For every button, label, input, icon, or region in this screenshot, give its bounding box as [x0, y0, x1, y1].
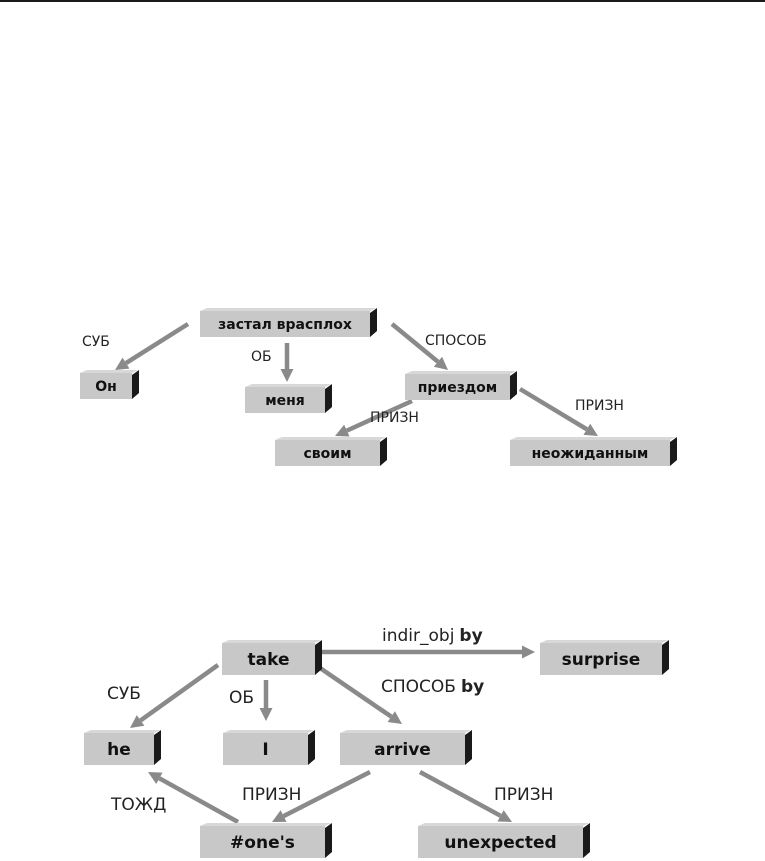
diagram_bottom-node-top-he [84, 730, 160, 733]
diagram_bottom-node-top-ones [200, 823, 331, 826]
diagram_top-node-label-menya: меня [265, 393, 305, 409]
diagram_bottom-edge-label-text-2: ОБ [229, 688, 254, 708]
diagram_top-node-label-priezdom: приездом [418, 380, 498, 396]
diagram_top-edge-label-3: ПРИЗН [370, 410, 419, 426]
diagram_top-node-svoim: своим [275, 437, 387, 466]
diagram_bottom-node-ones: #one's [200, 823, 332, 858]
diagram_top-node-side-zastal [370, 308, 377, 337]
diagram_bottom-node-label-arrive: arrive [374, 740, 431, 760]
diagram_bottom-node-label-unexpected: unexpected [444, 833, 556, 853]
diagram_top-node-top-zastal [200, 308, 376, 311]
diagram_bottom-edge-label-5: ПРИЗН [494, 785, 553, 805]
diagram_bottom-node-side-arrive [465, 730, 472, 765]
diagram_top-node-top-on [80, 370, 138, 373]
diagram_top-edge-label-text-1: ОБ [251, 349, 272, 365]
diagram_bottom-node-side-he [154, 730, 161, 765]
diagram_bottom-edge-label-text-0: indir_obj [382, 626, 454, 646]
diagram_top-node-label-svoim: своим [303, 446, 351, 462]
diagram_bottom-edge-label-4: ПРИЗН [242, 785, 301, 805]
diagram_bottom-edge-arrive-to-unexpected: ПРИЗН [420, 772, 553, 822]
diagram_top-edge-zastal-to-priezdom: СПОСОБ [392, 324, 487, 370]
diagram_bottom-edge-label-bold-3: by [461, 677, 484, 697]
diagram_top-edge-arrowhead-1 [281, 369, 294, 382]
diagram_bottom-node-he: he [84, 730, 161, 765]
diagram_bottom-node-label-ones: #one's [230, 833, 295, 853]
diagram_bottom-node-side-take [315, 640, 322, 675]
diagram_bottom-edge-label-text-3: СПОСОБ [381, 677, 456, 697]
diagram_bottom-edge-arrowhead-2 [260, 708, 273, 721]
diagram_top-edge-label-text-3: ПРИЗН [370, 410, 419, 426]
diagram_bottom-edge-line-6 [159, 778, 238, 822]
diagram_top-node-top-neozhidannym [510, 437, 676, 440]
diagram_top-node-label-on: Он [95, 379, 117, 395]
diagram_bottom-node-side-unexpected [583, 823, 590, 858]
diagram_bottom-node-unexpected: unexpected [418, 823, 590, 858]
diagram_bottom-node-label-take: take [248, 650, 290, 670]
diagram_bottom-edge-arrowhead-0 [522, 646, 535, 659]
diagram_bottom-edge-label-1: СУБ [107, 684, 141, 704]
diagram_bottom-edge-take-to-i: ОБ [229, 680, 273, 721]
diagram_top-edge-label-text-0: СУБ [82, 334, 110, 350]
diagram_top-edge-label-text-4: ПРИЗН [575, 398, 624, 414]
diagram_bottom-node-side-ones [325, 823, 332, 858]
diagram_bottom-edge-label-6: ТОЖД [110, 795, 166, 815]
diagram_bottom-edge-label-text-1: СУБ [107, 684, 141, 704]
diagram_bottom-node-top-arrive [340, 730, 471, 733]
diagram_top-node-side-on [132, 370, 139, 399]
diagram_top-edge-label-1: ОБ [251, 349, 272, 365]
diagram_top-node-side-neozhidannym [670, 437, 677, 466]
diagram_bottom-node-top-surprise [540, 640, 668, 643]
diagram_bottom-node-top-unexpected [418, 823, 589, 826]
diagram_bottom-edge-line-1 [141, 665, 218, 720]
diagram_top-edge-label-text-2: СПОСОБ [425, 333, 487, 349]
diagram_top-edge-label-0: СУБ [82, 334, 110, 350]
diagram_bottom-edge-label-text-6: ТОЖД [110, 795, 166, 815]
diagram_top-edge-zastal-to-menya: ОБ [251, 343, 294, 382]
diagram_top-node-label-zastal: застал врасплох [218, 317, 352, 333]
diagram_bottom-node-arrive: arrive [340, 730, 472, 765]
diagram_bottom-node-label-i: I [262, 740, 268, 760]
diagram_bottom-edge-label-2: ОБ [229, 688, 254, 708]
diagram_top-node-zastal: застал врасплох [200, 308, 377, 337]
diagram_bottom-edge-take-to-he: СУБ [107, 665, 218, 728]
diagram_top-node-label-neozhidannym: неожиданным [532, 446, 649, 462]
diagram_top-node-neozhidannym: неожиданным [510, 437, 677, 466]
diagram_bottom-edge-arrive-to-ones: ПРИЗН [242, 772, 370, 822]
diagram_bottom-edge-label-bold-0: by [459, 626, 482, 646]
diagram_top-node-on: Он [80, 370, 139, 399]
diagram_bottom-node-side-surprise [662, 640, 669, 675]
diagram_top-edge-priezdom-to-neozhidannym: ПРИЗН [520, 389, 624, 436]
diagram_top-edge-priezdom-to-svoim: ПРИЗН [335, 401, 419, 437]
diagram_bottom-node-top-take [222, 640, 321, 643]
diagram_top-node-top-priezdom [405, 371, 516, 374]
diagram_top-edge-label-2: СПОСОБ [425, 333, 487, 349]
diagram_top-node-side-svoim [380, 437, 387, 466]
diagram_bottom-edge-label-text-5: ПРИЗН [494, 785, 553, 805]
diagram_top-node-priezdom: приездом [405, 371, 517, 400]
diagram_top-node-top-menya [245, 384, 331, 387]
diagram_top-edge-line-0 [126, 324, 188, 363]
diagram_bottom-edge-label-text-4: ПРИЗН [242, 785, 301, 805]
diagram_bottom-edge-line-5 [420, 772, 501, 816]
diagram_bottom-node-label-he: he [107, 740, 131, 760]
diagram_bottom-edge-ones-to-he: ТОЖД [110, 772, 238, 822]
diagram_top-node-side-menya [325, 384, 332, 413]
diagram_top-node-side-priezdom [510, 371, 517, 400]
diagram_bottom-node-i: I [223, 730, 315, 765]
diagram_top-node-menya: меня [245, 384, 332, 413]
diagram_bottom-node-surprise: surprise [540, 640, 669, 675]
diagram_top-edge-label-4: ПРИЗН [575, 398, 624, 414]
diagram_bottom-node-side-i [308, 730, 315, 765]
diagram_bottom-node-take: take [222, 640, 322, 675]
diagram_top-edge-zastal-to-on: СУБ [82, 324, 188, 370]
diagram_bottom-node-top-i [223, 730, 314, 733]
diagram_top-node-top-svoim [275, 437, 386, 440]
diagram_bottom-node-label-surprise: surprise [562, 650, 641, 670]
diagram_bottom-edge-take-to-surprise: indir_objby [320, 626, 535, 659]
